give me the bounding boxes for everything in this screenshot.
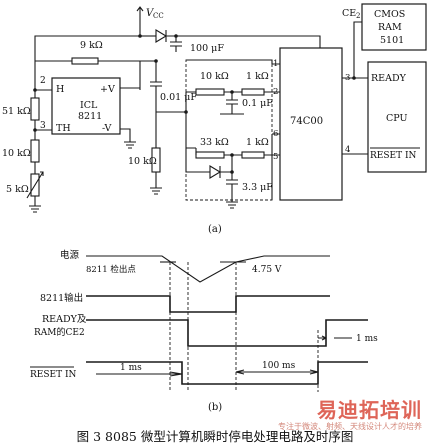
ram-l1: CMOS (374, 9, 405, 20)
wave-power (86, 255, 330, 283)
vcc-rail (34, 20, 141, 72)
r-5k-label: 5 kΩ (6, 184, 29, 195)
icl8211-box (51, 77, 121, 135)
vcc-arrow (136, 6, 144, 20)
wave-reset (86, 361, 368, 385)
ic-h: H (56, 84, 64, 95)
gate-74c00-box (279, 47, 343, 201)
watermark: 易迪拓培训 专注于微波、射频、天线设计人才的培养 (278, 394, 422, 432)
cap-33uf (226, 172, 238, 194)
cap-01uf (226, 92, 238, 114)
cap-33uf-label: 3.3 μF (242, 182, 273, 193)
ground-left (29, 205, 41, 213)
gate-name: 74C00 (290, 116, 323, 127)
ic-vplus: +V (100, 84, 115, 95)
ce2-label: CE (342, 8, 356, 19)
ic-part: 8211 (78, 111, 102, 122)
threshold: 4.75 V (252, 265, 282, 275)
ic-vminus: -V (102, 123, 112, 134)
wave-ready (86, 319, 368, 347)
ram-box (361, 3, 427, 51)
cap-01uf-label: 0.1 μF (242, 98, 273, 109)
wave-8211 (86, 295, 330, 313)
t-1ms-a: 1 ms (356, 334, 378, 344)
r-1k-bot (241, 151, 265, 159)
r-1k-bot-label: 1 kΩ (246, 137, 269, 148)
r-10k-left (30, 139, 40, 163)
t-100ms: 100 ms (262, 361, 296, 371)
r-10k-left-label: 10 kΩ (2, 148, 31, 159)
sig-reset: RESET IN (30, 370, 77, 380)
r-1k-top (241, 88, 265, 96)
cpu-ready: READY (371, 73, 407, 84)
r-10k-mid-label: 10 kΩ (128, 156, 157, 167)
cap-001uf-label: 0.01 μF (160, 92, 197, 103)
r-9k (71, 57, 99, 65)
watermark-logo: 易迪拓培训 (317, 398, 422, 422)
r-51k-label: 51 kΩ (2, 106, 31, 117)
sig-8211: 8211输出 (40, 292, 83, 304)
ram-l2: RAM (378, 22, 402, 33)
ce2-sub: 2 (356, 12, 360, 20)
timing-diagram: 电源 8211 检出点 4.75 V 8211输出 READY及 RAM的CE2… (30, 249, 378, 413)
cap-100uf-label: 100 μF (190, 43, 224, 54)
r-10k-top-label: 10 kΩ (200, 71, 229, 82)
sig-ready-1: READY及 (42, 314, 87, 325)
cap-100uf (170, 36, 182, 52)
sig-ready-2: RAM的CE2 (34, 326, 85, 338)
ground-ic (124, 141, 136, 149)
ram-l3: 5101 (380, 35, 404, 46)
watermark-tagline: 专注于微波、射频、天线设计人才的培养 (278, 422, 422, 431)
r-51k (30, 97, 40, 121)
r-1k-top-label: 1 kΩ (246, 71, 269, 82)
circuit-diagram: V CC 100 μF 9 kΩ H +V ICL 8211 TH -V 2 3 (2, 3, 427, 235)
vcc-sub: CC (153, 12, 164, 20)
cpu-reset: RESET IN (370, 151, 417, 161)
ic-th: TH (56, 123, 71, 134)
r-10k-top (195, 88, 225, 96)
ground-mid (150, 187, 162, 195)
cpu-box (367, 61, 427, 173)
pin-3: 3 (40, 121, 46, 131)
subfig-b-label: (b) (208, 402, 222, 413)
ic-name: ICL (80, 100, 98, 111)
vcc-label: V (146, 8, 155, 19)
sig-power: 电源 (60, 249, 80, 261)
r-33k-label: 33 kΩ (200, 137, 229, 148)
figure-caption: 图 3 8085 微型计算机瞬时停电处理电路及时序图 (76, 429, 354, 444)
diode-bottom (209, 165, 222, 179)
t-1ms-b: 1 ms (120, 363, 142, 373)
top-diode (155, 29, 168, 43)
detect-point: 8211 检出点 (86, 264, 136, 275)
gate-pin-2: 2 (273, 87, 278, 97)
ground-cap (226, 201, 238, 209)
r-33k (195, 151, 225, 159)
gate-pin-4: 4 (345, 145, 350, 155)
subfig-a-label: (a) (208, 224, 222, 235)
gate-pin-5: 5 (273, 152, 278, 162)
cpu-name: CPU (386, 113, 408, 124)
cap-001uf (150, 81, 162, 112)
vcc-to-gate (166, 35, 321, 48)
r-9k-label: 9 kΩ (80, 40, 103, 51)
pin-2: 2 (40, 76, 46, 86)
